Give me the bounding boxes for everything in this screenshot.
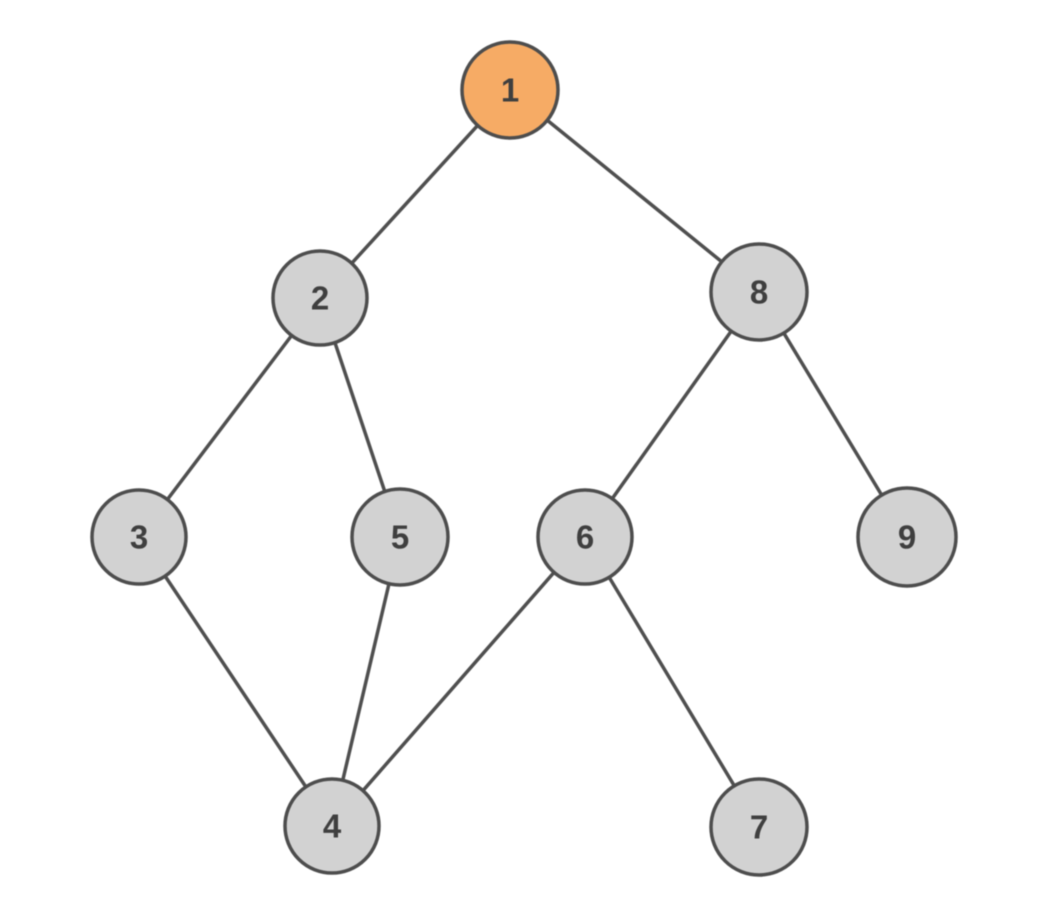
edge-6-7 bbox=[583, 535, 761, 829]
node-circle-2 bbox=[271, 249, 369, 347]
edge-layer bbox=[137, 88, 909, 829]
node-circle-4 bbox=[283, 777, 381, 875]
edge-3-4 bbox=[137, 535, 334, 828]
node-circle-9 bbox=[856, 486, 958, 588]
node-circle-7 bbox=[709, 777, 809, 877]
node-circle-3 bbox=[90, 488, 188, 586]
node-circle-6 bbox=[536, 488, 634, 586]
node-3: 3 bbox=[90, 488, 188, 586]
node-circle-8 bbox=[709, 242, 809, 342]
node-8: 8 bbox=[709, 242, 809, 342]
node-circle-1 bbox=[460, 40, 560, 140]
node-9: 9 bbox=[856, 486, 958, 588]
node-7: 7 bbox=[709, 777, 809, 877]
node-2: 2 bbox=[271, 249, 369, 347]
node-6: 6 bbox=[536, 488, 634, 586]
node-circle-5 bbox=[350, 487, 450, 587]
edge-8-6 bbox=[583, 290, 761, 539]
edge-2-3 bbox=[137, 296, 322, 539]
edge-6-4 bbox=[330, 535, 587, 828]
node-4: 4 bbox=[283, 777, 381, 875]
edge-1-8 bbox=[508, 88, 761, 294]
node-5: 5 bbox=[350, 487, 450, 587]
node-1: 1 bbox=[460, 40, 560, 140]
